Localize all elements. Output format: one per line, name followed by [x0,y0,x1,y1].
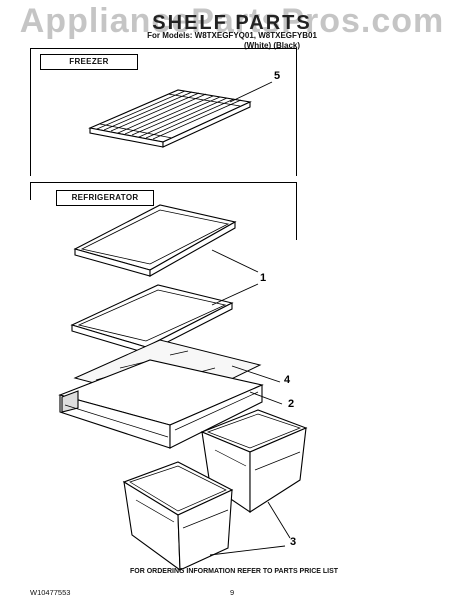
callout-5: 5 [274,70,281,82]
callout-3: 3 [290,536,297,548]
leader-4 [231,365,281,383]
leader-1a [211,249,259,273]
leader-3b [209,545,286,556]
leader-5 [229,81,273,103]
page-title: SHELF PARTS [152,12,312,34]
freezer-wire-shelf [88,89,252,148]
watermark-text: AppliancePartsPros.com [19,2,445,40]
crisper-drawer-right [200,409,308,514]
refrigerator-top-rule [30,182,297,184]
leader-2 [249,391,283,405]
ordering-notice: FOR ORDERING INFORMATION REFER TO PARTS … [130,568,339,575]
colors-line: (White) (Black) [244,41,300,50]
crisper-cover-frame [58,359,264,449]
leader-3a [267,501,291,539]
page-number: 9 [230,588,235,597]
freezer-left-rule [30,48,32,176]
crisper-drawer-left [122,461,234,572]
callout-2: 2 [288,398,295,410]
freezer-right-rule [296,48,298,176]
leader-1b [211,283,259,306]
glass-shelf-upper [73,204,237,277]
glass-shelf-lower [70,284,234,354]
callout-1: 1 [260,272,267,284]
refrigerator-label: REFRIGERATOR [56,190,154,206]
freezer-label: FREEZER [40,54,138,70]
callout-4: 4 [284,374,291,386]
doc-number: W10477553 [30,588,71,597]
models-line: For Models: W8TXEGFYQ01, W8TXEGFYB01 [147,31,317,40]
refrigerator-left-rule [30,182,32,200]
freezer-top-rule [30,48,297,50]
refrigerator-right-rule [296,182,298,240]
